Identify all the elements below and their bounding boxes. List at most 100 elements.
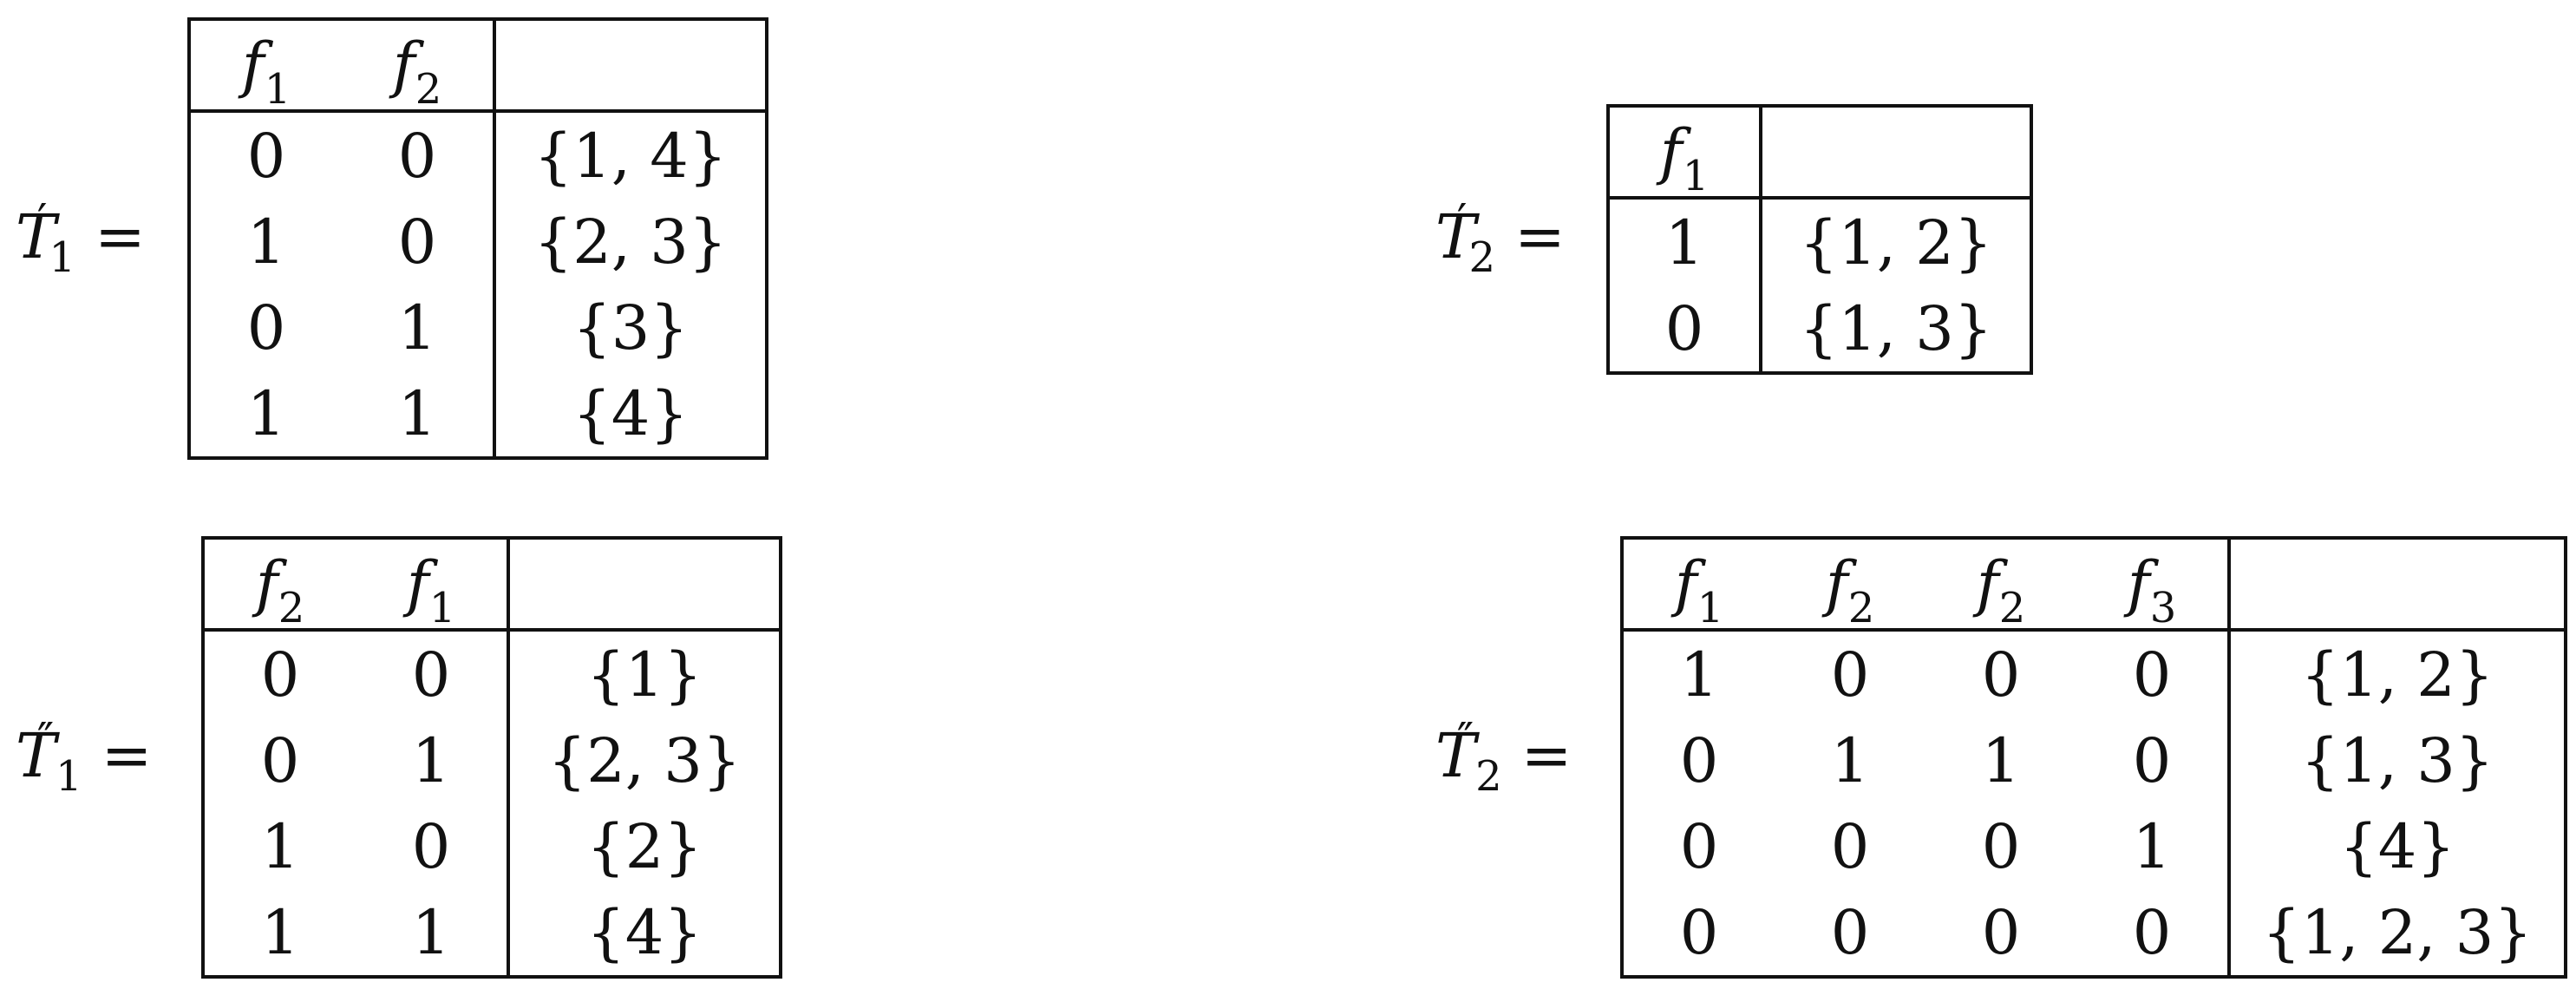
table-cell: 0 xyxy=(2132,724,2172,796)
lhs-prime: ″ xyxy=(36,714,55,766)
truth-table-t2-prime: f1 1 {1, 2} 0 {1, 3} xyxy=(1606,104,2033,375)
lhs-base: T xyxy=(1435,720,1476,791)
lhs-base: T xyxy=(16,720,56,791)
table-header-row: f2 f1 xyxy=(203,538,781,632)
set-cell: {1, 2} xyxy=(2227,630,2566,717)
lhs-sub: 2 xyxy=(1468,233,1496,282)
table-cell: 1 xyxy=(2132,810,2172,882)
table-cell: 0 xyxy=(397,120,437,192)
equation-label-t2-double-prime: T″2 = xyxy=(1435,714,1572,801)
table-cell: 1 xyxy=(1664,206,1704,278)
column-header: f2 xyxy=(1925,538,2076,632)
column-header: f2 xyxy=(203,538,356,632)
table-cell: 0 xyxy=(1981,810,2021,882)
lhs-sub: 1 xyxy=(49,233,76,282)
equals-sign: = xyxy=(95,201,146,272)
set-cell: {4} xyxy=(507,889,781,977)
table-cell: 1 xyxy=(1981,724,2021,796)
table-cell: 1 xyxy=(246,377,286,449)
table-row: 1 1 {4} xyxy=(189,370,767,458)
set-column-header xyxy=(2227,538,2566,632)
table-row: 1 0 {2} xyxy=(203,803,781,889)
column-header: f1 xyxy=(356,538,508,632)
equals-sign: = xyxy=(101,720,153,791)
lhs-base: T xyxy=(1435,201,1476,272)
table-header-row: f1 f2 f2 f3 xyxy=(1622,538,2566,632)
lhs-prime: ′ xyxy=(36,195,48,247)
table-cell: 0 xyxy=(1981,896,2021,968)
set-cell: {2, 3} xyxy=(493,199,767,285)
truth-table-t2-double-prime: f1 f2 f2 f3 1 0 0 0 {1, 2} 0 1 1 0 {1, 3} 0 0 0 1 {4… xyxy=(1620,536,2567,979)
table-cell: 0 xyxy=(1830,810,1870,882)
table-header-row: f1 f2 xyxy=(189,19,767,113)
table-header-row: f1 xyxy=(1608,106,2031,200)
table-row: 0 0 {1, 4} xyxy=(189,111,767,199)
equation-label-t1-double-prime: T″1 = xyxy=(16,714,153,801)
table-cell: 0 xyxy=(411,639,451,711)
table-cell: 1 xyxy=(411,896,451,968)
table-row: 1 {1, 2} xyxy=(1608,198,2031,285)
table-cell: 1 xyxy=(411,724,451,796)
set-cell: {1, 2, 3} xyxy=(2227,889,2566,977)
table-cell: 1 xyxy=(1679,639,1719,711)
table-cell: 0 xyxy=(1679,724,1719,796)
table-cell: 0 xyxy=(1679,810,1719,882)
table-cell: 0 xyxy=(1679,896,1719,968)
lhs-sub: 2 xyxy=(1475,752,1502,801)
table-cell: 0 xyxy=(2132,896,2172,968)
table-cell: 1 xyxy=(246,206,286,278)
table-cell: 0 xyxy=(1664,292,1704,364)
table-cell: 0 xyxy=(411,810,451,882)
column-header: f1 xyxy=(1608,106,1761,200)
table-row: 0 0 0 1 {4} xyxy=(1622,803,2566,889)
table-cell: 0 xyxy=(1830,639,1870,711)
table-cell: 0 xyxy=(246,291,286,364)
column-header: f1 xyxy=(189,19,342,113)
table-cell: 1 xyxy=(1830,724,1870,796)
equals-sign: = xyxy=(1514,201,1566,272)
table-row: 0 0 {1} xyxy=(203,630,781,717)
equals-sign: = xyxy=(1520,720,1572,791)
table-row: 0 0 0 0 {1, 2, 3} xyxy=(1622,889,2566,977)
table-cell: 1 xyxy=(260,810,300,882)
set-cell: {3} xyxy=(493,285,767,370)
table-cell: 0 xyxy=(397,206,437,278)
table-cell: 0 xyxy=(1981,639,2021,711)
column-header: f2 xyxy=(342,19,494,113)
table-row: 1 0 {2, 3} xyxy=(189,199,767,285)
column-header: f2 xyxy=(1775,538,1925,632)
set-cell: {4} xyxy=(493,370,767,458)
table-row: 0 1 {2, 3} xyxy=(203,717,781,803)
table-cell: 0 xyxy=(1830,896,1870,968)
set-cell: {2} xyxy=(507,803,781,889)
lhs-base: T xyxy=(16,201,56,272)
table-cell: 1 xyxy=(397,291,437,364)
set-column-header xyxy=(493,19,767,113)
table-cell: 0 xyxy=(246,120,286,192)
set-cell: {1, 3} xyxy=(1759,285,2031,373)
set-column-header xyxy=(507,538,781,632)
column-header: f3 xyxy=(2076,538,2229,632)
table-cell: 0 xyxy=(260,639,300,711)
lhs-prime: ″ xyxy=(1456,714,1474,766)
set-cell: {1, 4} xyxy=(493,111,767,199)
truth-table-t1-prime: f1 f2 0 0 {1, 4} 1 0 {2, 3} 0 1 {3} 1 1 {4} xyxy=(187,17,768,460)
table-row: 0 {1, 3} xyxy=(1608,285,2031,373)
set-column-header xyxy=(1759,106,2031,200)
lhs-sub: 1 xyxy=(56,752,82,801)
equation-label-t2-prime: T′2= xyxy=(1435,198,1566,282)
table-row: 1 0 0 0 {1, 2} xyxy=(1622,630,2566,717)
table-row: 0 1 {3} xyxy=(189,285,767,370)
equation-label-t1-prime: T′1 = xyxy=(16,195,146,282)
table-cell: 1 xyxy=(397,377,437,449)
set-cell: {4} xyxy=(2227,803,2566,889)
table-row: 0 1 1 0 {1, 3} xyxy=(1622,717,2566,803)
table-cell: 0 xyxy=(2132,639,2172,711)
set-cell: {1, 3} xyxy=(2227,717,2566,803)
set-cell: {1} xyxy=(507,630,781,717)
truth-table-t1-double-prime: f2 f1 0 0 {1} 0 1 {2, 3} 1 0 {2} 1 1 {4} xyxy=(201,536,782,979)
set-cell: {2, 3} xyxy=(507,717,781,803)
set-cell: {1, 2} xyxy=(1759,198,2031,285)
table-cell: 0 xyxy=(260,724,300,796)
